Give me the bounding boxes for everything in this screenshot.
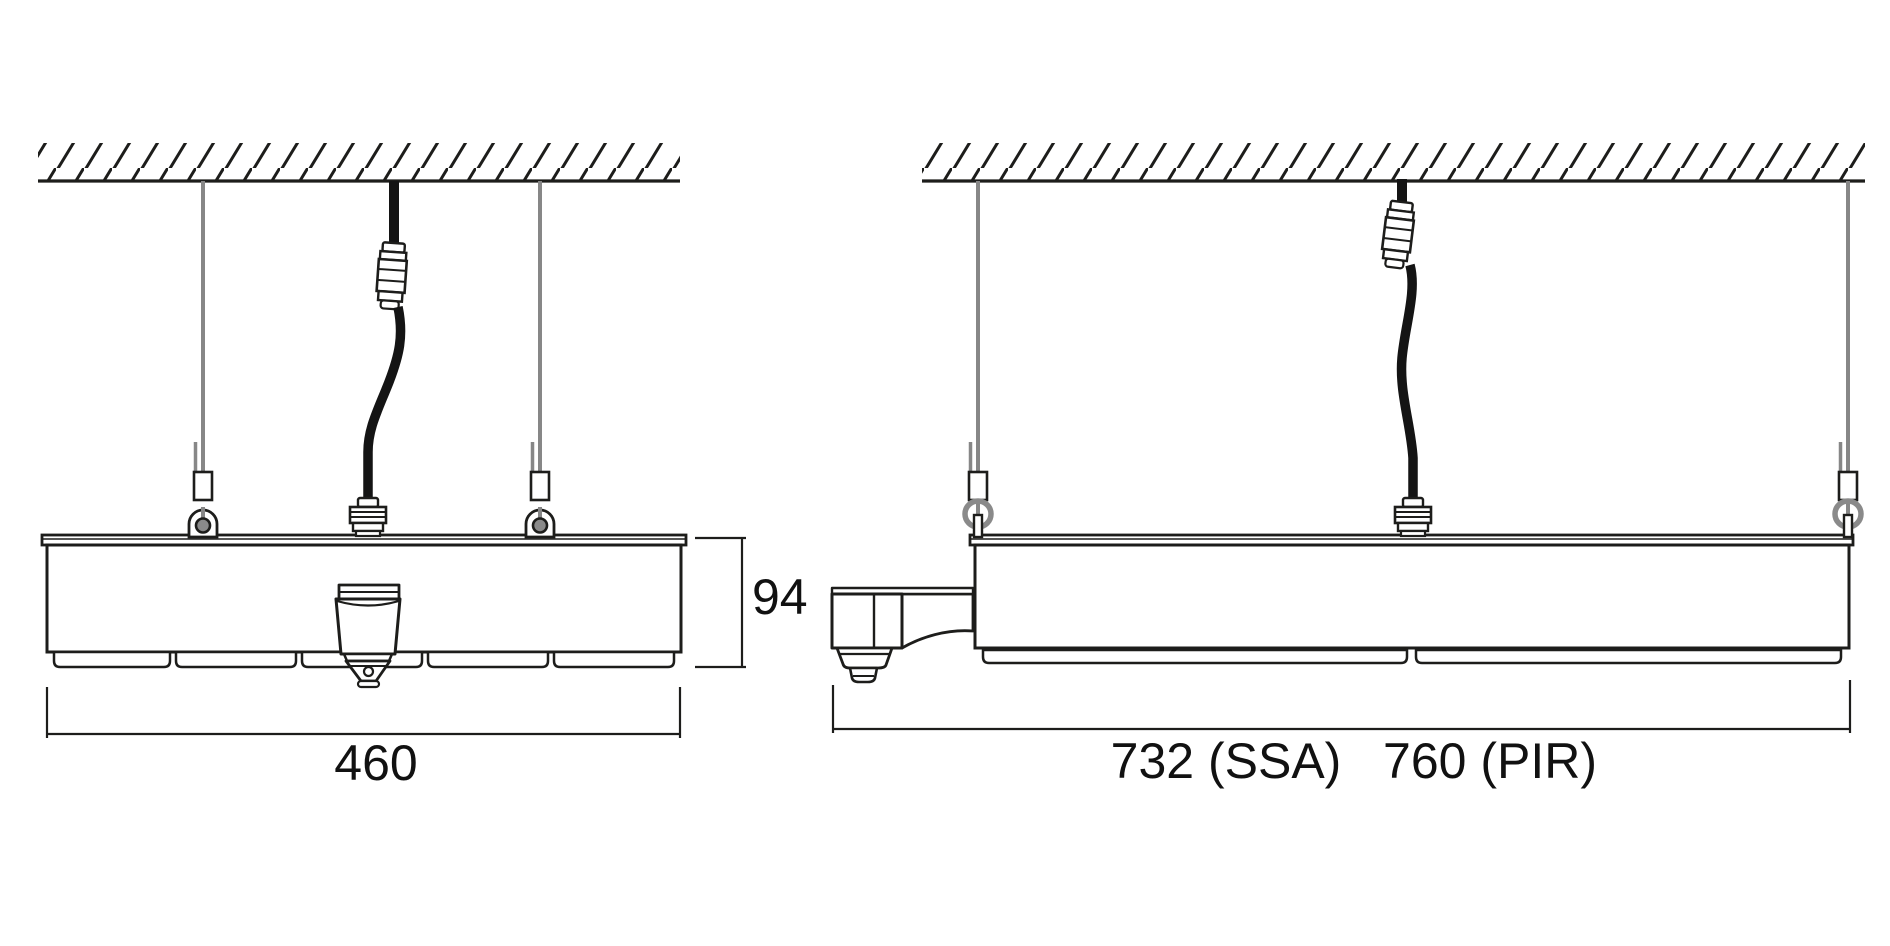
dimension-label-ssa: 732 (SSA) <box>1111 733 1342 789</box>
lens-tray <box>174 650 298 669</box>
dimension-height-94: 94 <box>695 536 808 669</box>
power-cable <box>1378 179 1418 502</box>
suspension-ring-right <box>1835 500 1861 537</box>
sensor-head <box>830 592 904 650</box>
ceiling-hatch <box>922 143 1865 181</box>
sensor-dome <box>835 646 894 670</box>
lens-tray <box>552 650 676 669</box>
suspension-bracket-left <box>187 505 219 539</box>
dimension-label-94: 94 <box>752 569 808 625</box>
cable-gland <box>348 496 388 538</box>
dimension-length: 732 (SSA) 760 (PIR) <box>831 680 1852 789</box>
lens-tray <box>426 650 550 669</box>
dimension-width-460: 460 <box>45 687 682 791</box>
sensor-arm <box>900 592 975 650</box>
dimension-label-pir: 760 (PIR) <box>1383 733 1597 789</box>
lens-tray <box>1414 648 1843 665</box>
ceiling-hatch <box>38 143 680 181</box>
suspension-bracket-right <box>524 505 556 539</box>
cable-connector <box>374 240 410 312</box>
cable-gland <box>1393 496 1433 538</box>
right-view: 732 (SSA) 760 (PIR) <box>830 143 1865 789</box>
lens-tray <box>52 650 172 669</box>
power-cable <box>363 181 410 502</box>
pir-sensor-front <box>334 583 402 689</box>
pir-sensor-side <box>830 586 975 684</box>
fixture-body <box>968 533 1855 665</box>
ceiling <box>38 143 680 183</box>
cable-connector <box>1378 198 1418 271</box>
suspension-ring-left <box>965 500 991 537</box>
dimension-label-460: 460 <box>334 735 417 791</box>
left-view: 94 460 <box>38 143 808 791</box>
fixture-housing <box>973 543 1851 650</box>
ceiling <box>922 143 1865 183</box>
lens-tray <box>981 648 1409 665</box>
